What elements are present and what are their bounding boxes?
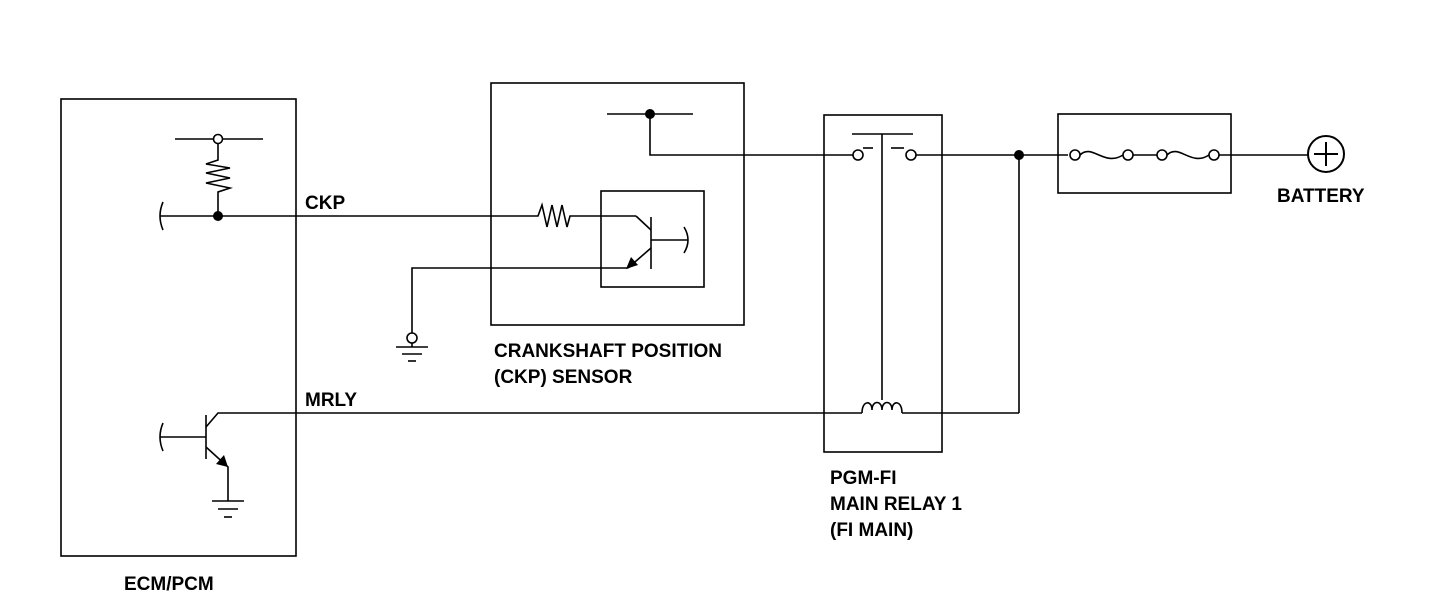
fuse2-terminal-right bbox=[1208, 149, 1220, 161]
mrly-wire-label: MRLY bbox=[305, 390, 357, 411]
fuse2-icon bbox=[1166, 150, 1210, 160]
relay-label-line3: (FI MAIN) bbox=[830, 520, 913, 541]
ckp-sensor-resistor bbox=[535, 202, 636, 228]
ecm-pullup-resistor bbox=[205, 143, 234, 216]
relay-label-line1: PGM-FI bbox=[830, 468, 897, 489]
ecm-ckp-junction bbox=[213, 211, 223, 221]
relay-contact-right bbox=[905, 149, 917, 161]
ecm-supply-node bbox=[212, 133, 224, 145]
ckp-sensor-supply-lead bbox=[649, 114, 744, 156]
fuse1-terminal-right bbox=[1122, 149, 1134, 161]
battery-label: BATTERY bbox=[1277, 186, 1365, 207]
ecm-pcm-unit bbox=[60, 98, 297, 557]
ckp-wire-label: CKP bbox=[305, 193, 345, 214]
relay-label-line2: MAIN RELAY 1 bbox=[830, 494, 962, 515]
ckp-sensor-inner-box bbox=[600, 190, 705, 288]
ckp-sensor-box bbox=[490, 82, 745, 326]
fuse1-icon bbox=[1079, 150, 1124, 160]
ckp-transistor-collector bbox=[635, 215, 652, 231]
fuse1-terminal-left bbox=[1069, 149, 1081, 161]
ckp-sensor-label-line2: (CKP) SENSOR bbox=[494, 367, 633, 388]
ckp-sensor bbox=[411, 82, 745, 333]
ecm-emitter-arrow-icon bbox=[216, 455, 228, 467]
ckp-sensor-label-line1: CRANKSHAFT POSITION bbox=[494, 341, 722, 362]
ckp-sensor-break-symbol bbox=[683, 226, 689, 254]
fuse-box-outline bbox=[1057, 113, 1232, 194]
ecm-pcm-box bbox=[60, 98, 297, 557]
ecm-label: ECM/PCM bbox=[124, 574, 214, 595]
ecm-ground-icon bbox=[212, 500, 244, 518]
relay-coil-icon bbox=[861, 401, 903, 414]
main-relay bbox=[744, 114, 1019, 453]
ckp-ground-wire bbox=[411, 267, 628, 333]
fuse2-terminal-left bbox=[1156, 149, 1168, 161]
battery-plus-icon bbox=[1307, 135, 1345, 173]
ckp-ground-icon bbox=[396, 332, 428, 362]
ecm-transistor-emitter bbox=[205, 446, 229, 501]
main-relay-box bbox=[823, 114, 943, 453]
relay-contact-left bbox=[852, 149, 864, 161]
ecm-transistor-collector bbox=[205, 412, 296, 428]
fuse-box bbox=[1057, 113, 1232, 194]
ckp-emitter-arrow-icon bbox=[626, 257, 638, 269]
